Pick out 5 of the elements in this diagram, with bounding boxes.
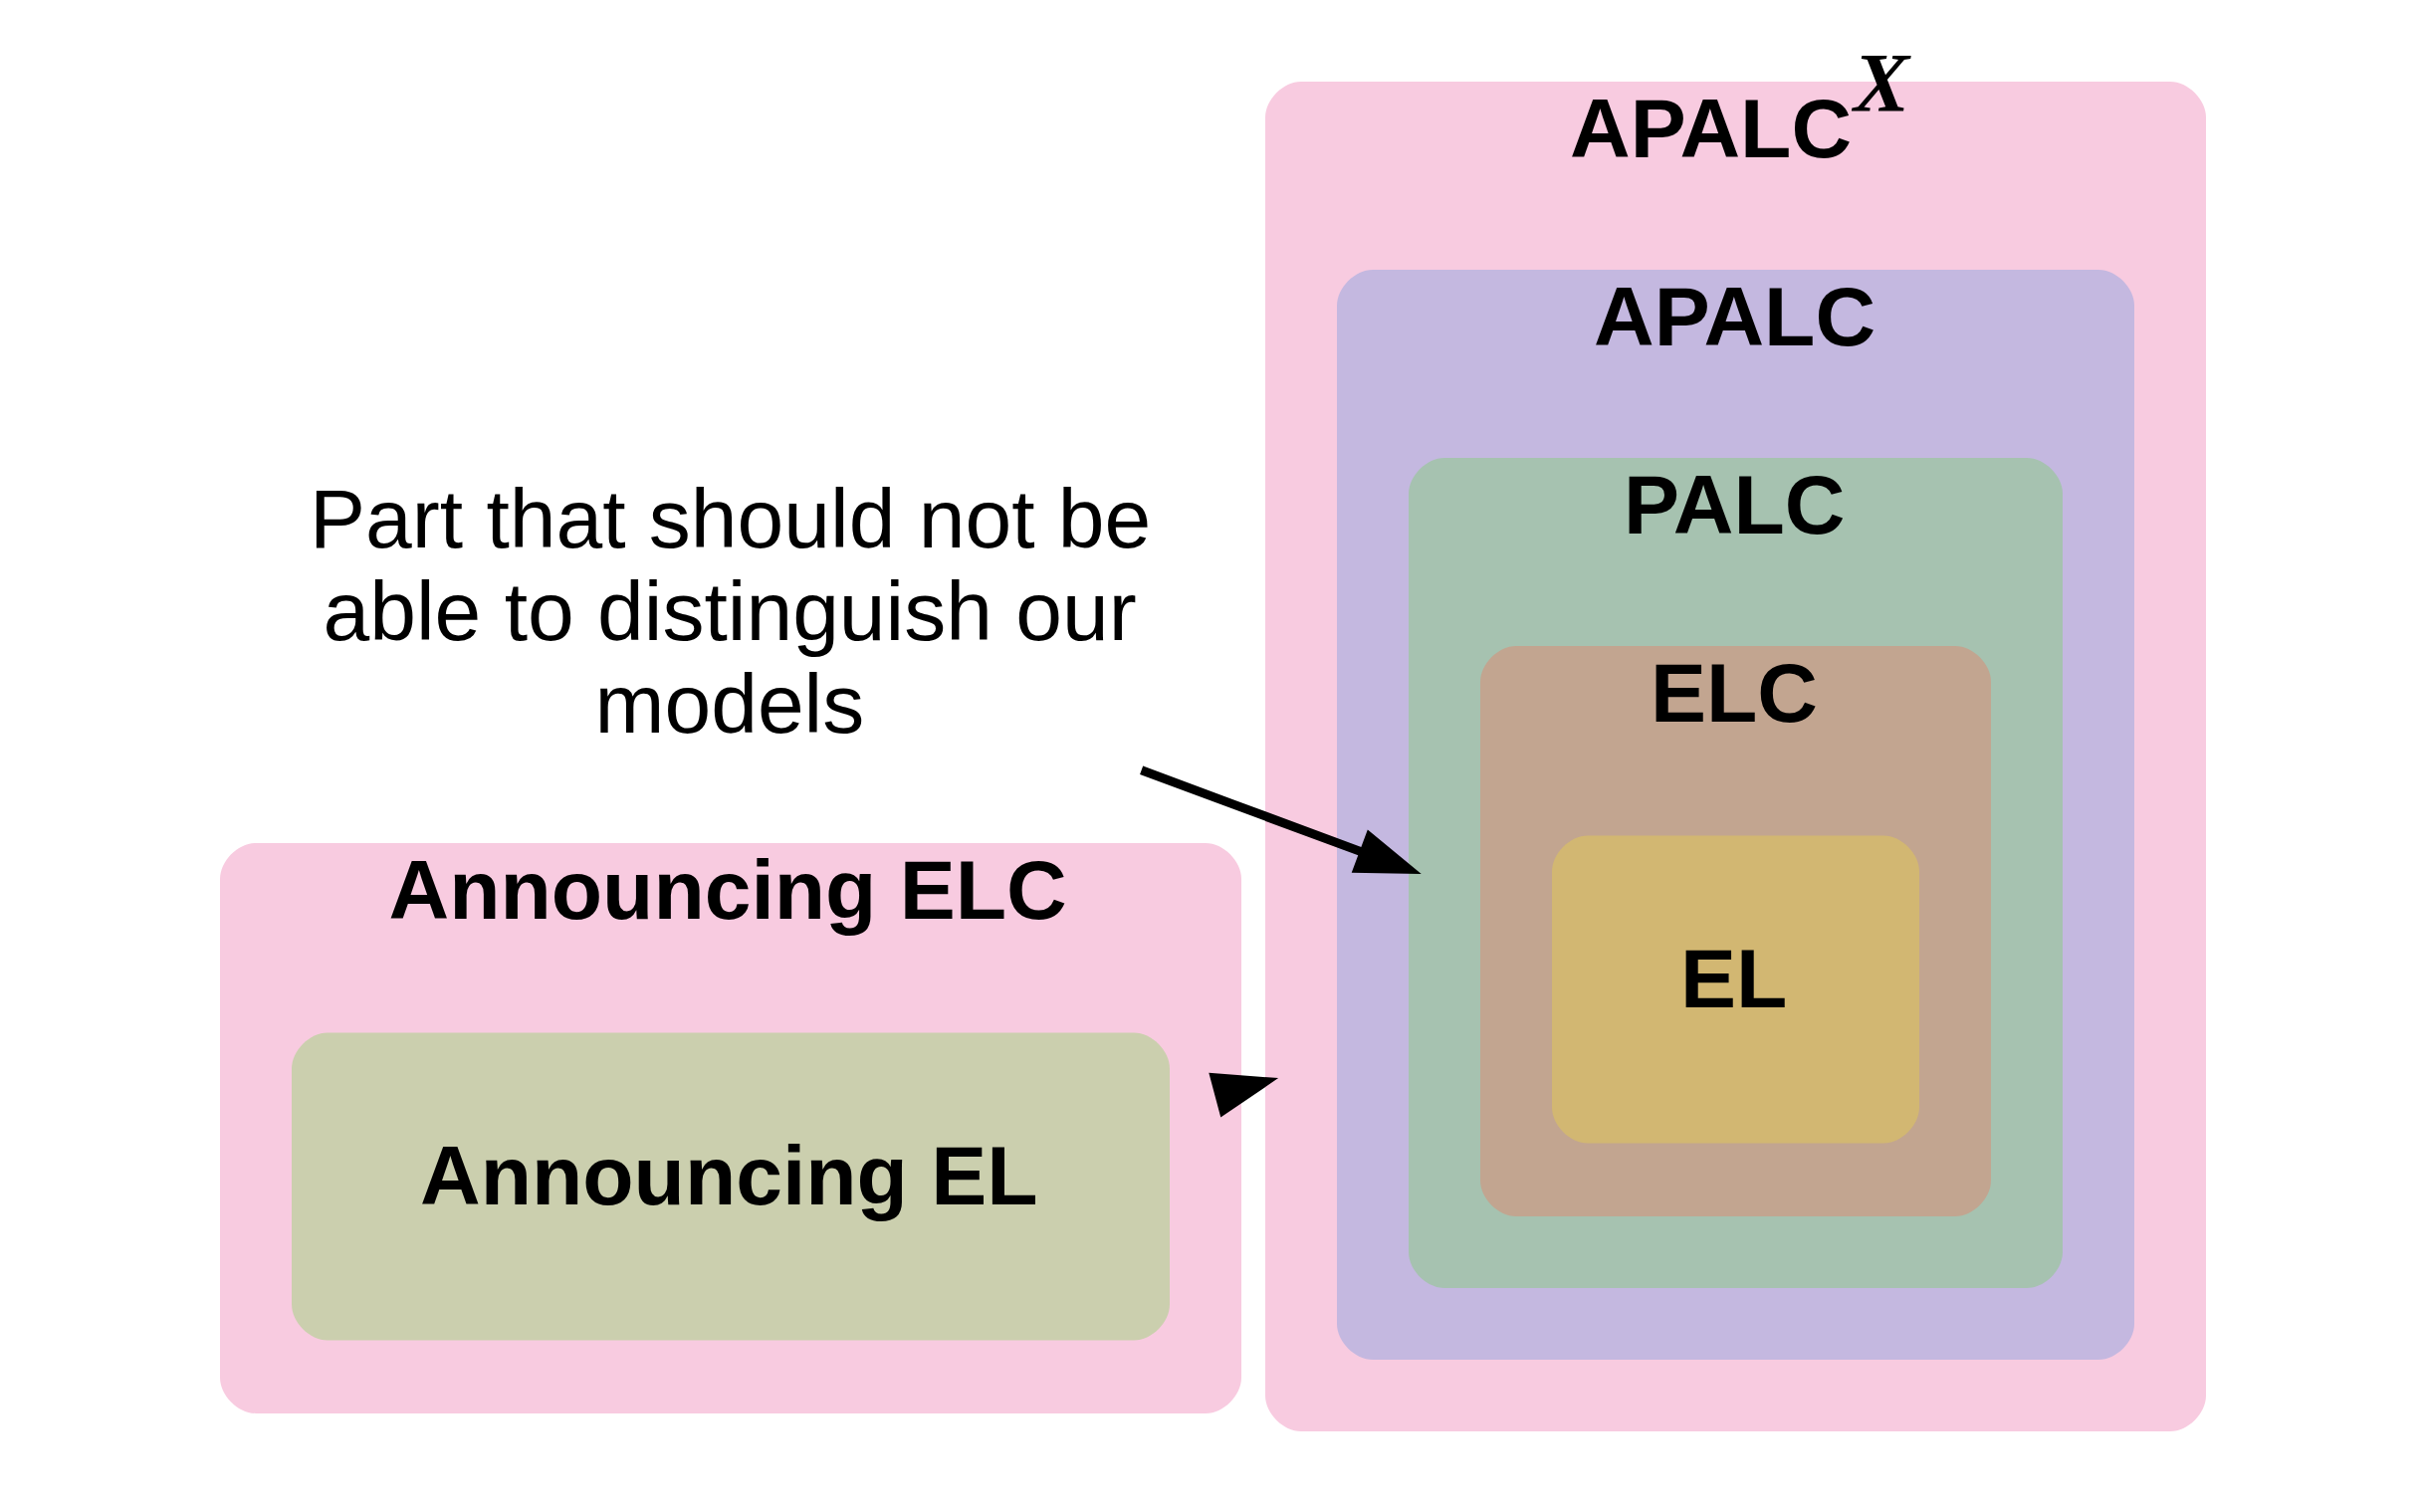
- node-box: Announcing EL: [291, 1032, 1170, 1340]
- arrow: [1139, 765, 1422, 874]
- arrow: [1208, 1072, 1278, 1118]
- node-text: Part that should not be able to distinguish our models: [309, 471, 1151, 751]
- node-box: EL: [1551, 835, 1919, 1143]
